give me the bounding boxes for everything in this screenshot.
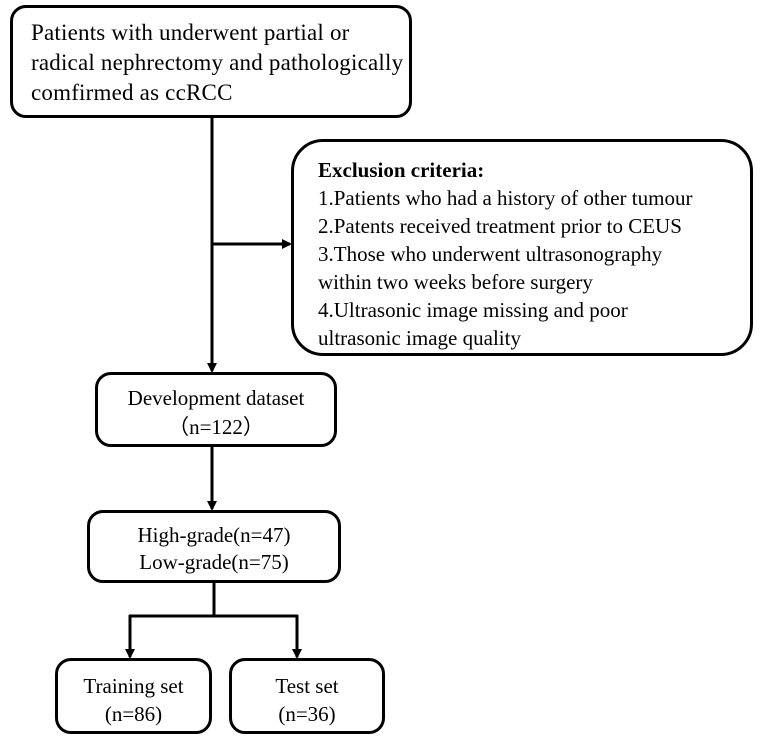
test-set-box: Test set (n=36) [229,658,385,734]
eligible-patients-line-1: Patients with underwent partial or [31,20,350,45]
exclusion-criteria-line-3: 3.Those who underwent ultrasonography [318,242,663,266]
development-dataset-title: Development dataset [127,386,305,410]
training-set-count: (n=86) [104,702,163,726]
development-dataset-count: （n=122） [168,415,264,439]
test-set-count: (n=36) [278,702,336,726]
low-grade-count: Low-grade(n=75) [139,550,289,574]
exclusion-criteria-line-6: ultrasonic image quality [318,326,521,350]
exclusion-criteria-line-5: 4.Ultrasonic image missing and poor [318,298,628,322]
eligible-patients-line-3: comfirmed as ccRCC [31,80,233,105]
high-grade-count: High-grade(n=47) [137,523,291,547]
eligible-patients-box: Patients with underwent partial or radic… [10,5,412,118]
exclusion-criteria-line-4: within two weeks before surgery [318,270,593,294]
eligible-patients-line-2: radical nephrectomy and pathologically [31,50,404,75]
training-set-title: Training set [83,674,184,698]
training-set-box: Training set (n=86) [55,658,212,734]
grade-split-box: High-grade(n=47) Low-grade(n=75) [87,510,341,583]
exclusion-criteria-heading: Exclusion criteria: [318,158,485,182]
development-dataset-box: Development dataset （n=122） [95,372,337,447]
exclusion-criteria-line-1: 1.Patients who had a history of other tu… [318,186,693,210]
exclusion-criteria-box: Exclusion criteria: 1.Patients who had a… [291,139,753,356]
test-set-title: Test set [275,674,339,698]
exclusion-criteria-line-2: 2.Patents received treatment prior to CE… [318,214,682,238]
